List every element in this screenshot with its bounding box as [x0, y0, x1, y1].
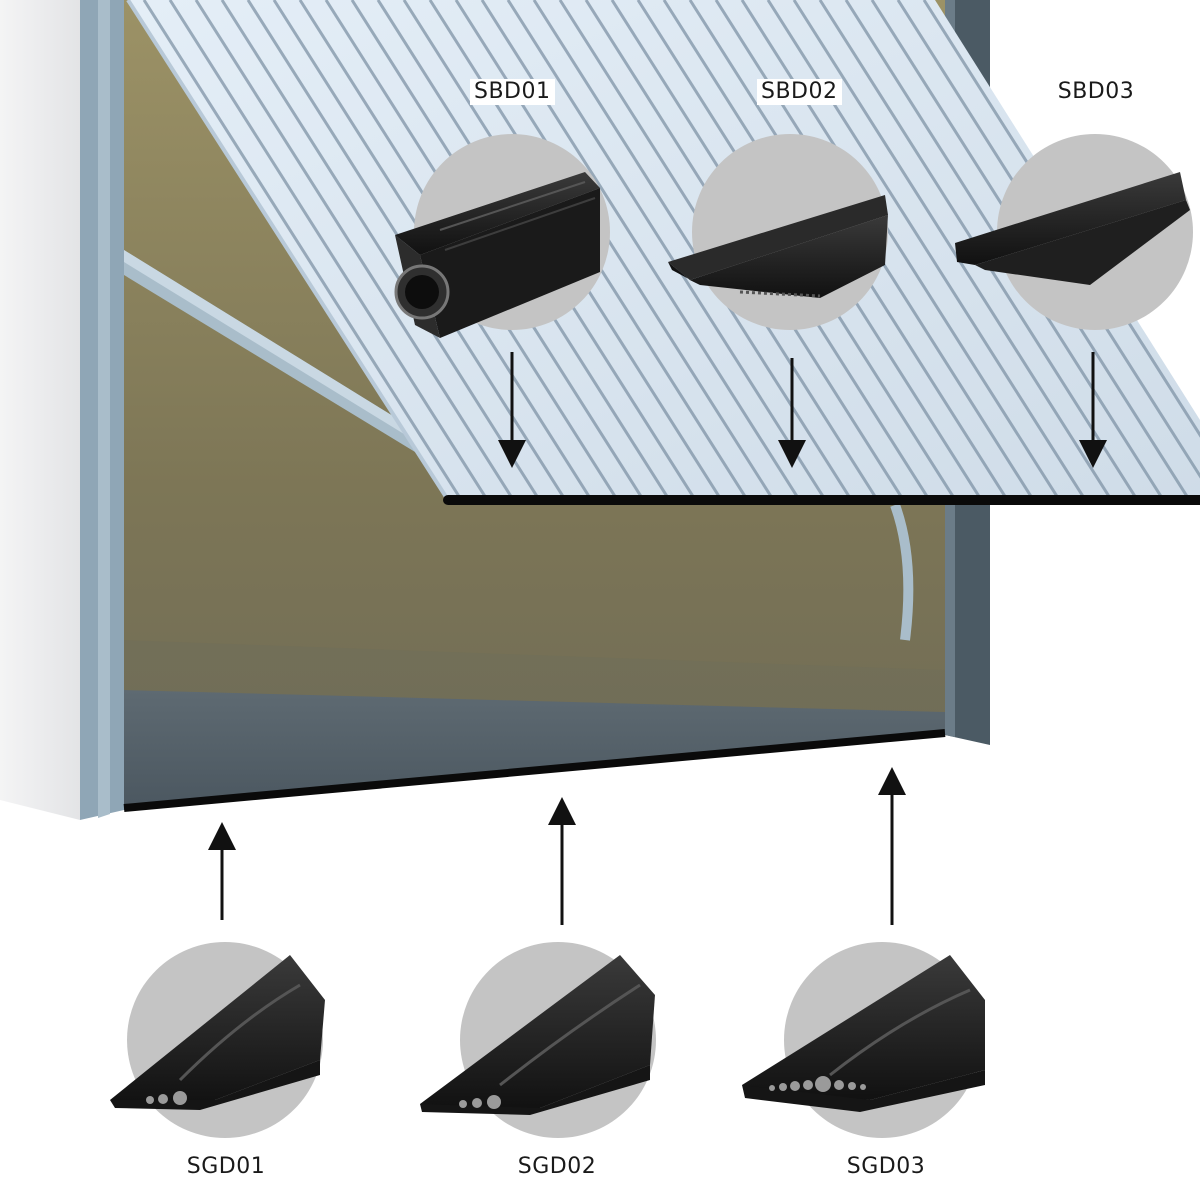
label-sbd01: SBD01	[470, 79, 555, 105]
door-strut	[124, 250, 914, 641]
arrow-sgd01	[208, 822, 236, 920]
door-rib	[220, 0, 554, 500]
seal-sgd02-circle	[420, 942, 656, 1138]
seal-sbd02-circle	[668, 134, 888, 330]
label-sgd02: SGD02	[517, 1154, 597, 1179]
arrow-sgd03	[878, 767, 906, 925]
arrow-sbd02	[778, 358, 806, 468]
door-rib	[506, 0, 840, 500]
left-wall	[0, 0, 80, 820]
seal-sbd01-circle	[394, 134, 610, 338]
seal-sgd01-circle	[110, 942, 325, 1138]
door-rib	[194, 0, 528, 500]
door-rib	[142, 0, 476, 500]
seal-sbd03-circle	[955, 134, 1193, 330]
label-sgd03: SGD03	[846, 1154, 926, 1179]
label-sgd01: SGD01	[186, 1154, 266, 1179]
label-sbd02: SBD02	[757, 79, 842, 105]
seal-sgd03-circle	[742, 942, 985, 1138]
arrow-sbd03	[1079, 352, 1107, 468]
label-sbd03: SBD03	[1057, 79, 1135, 104]
arrow-sgd02	[548, 797, 576, 925]
door-rib	[168, 0, 502, 500]
arrow-sbd01	[498, 352, 526, 468]
